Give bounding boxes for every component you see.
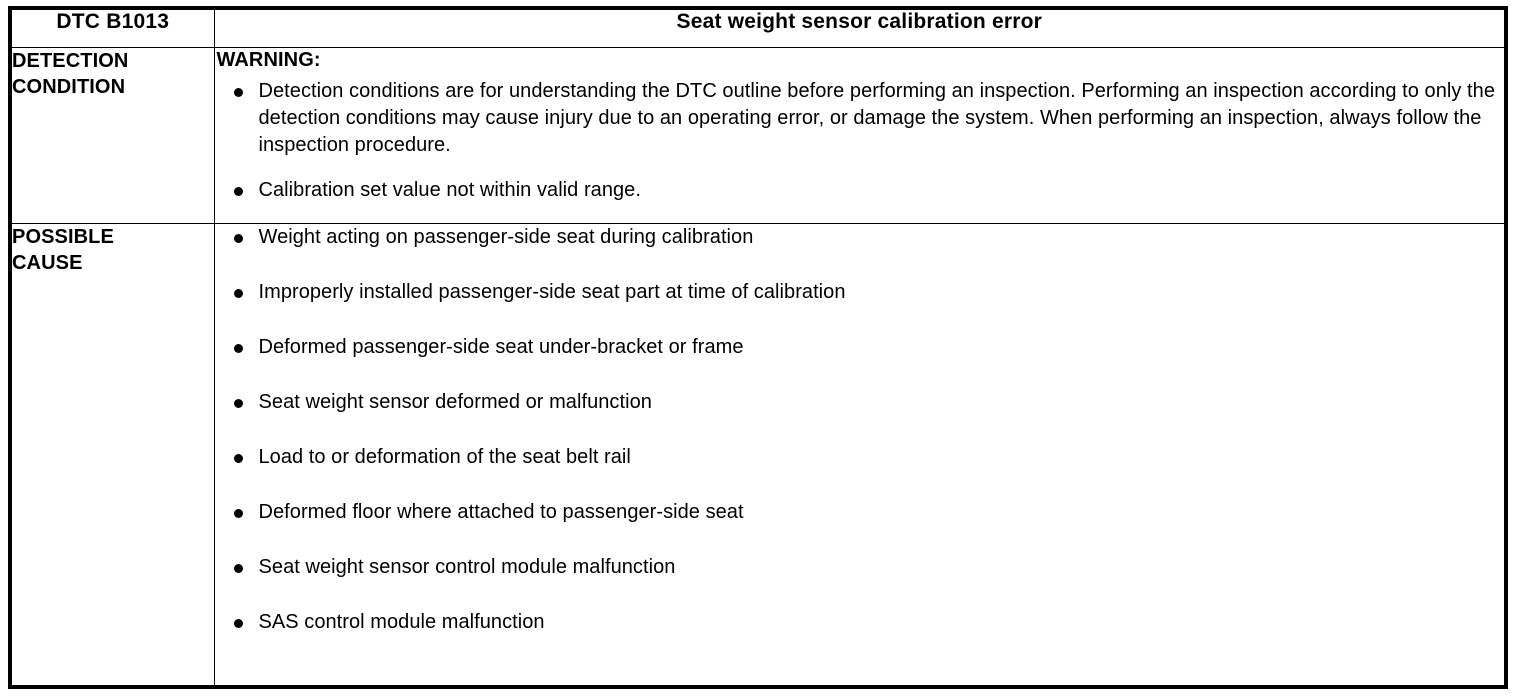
detection-condition-label-cell: DETECTION CONDITION: [9, 47, 215, 224]
list-item: Deformed floor where attached to passeng…: [215, 499, 1505, 526]
detection-condition-label-line-2: CONDITION: [12, 76, 126, 98]
list-item: Seat weight sensor deformed or malfuncti…: [215, 389, 1505, 416]
list-item: Improperly installed passenger-side seat…: [215, 279, 1505, 306]
table-header-row: DTC B1013 Seat weight sensor calibration…: [9, 7, 1507, 48]
detection-condition-label-line-1: DETECTION: [12, 50, 129, 72]
dtc-code-header-cell: DTC B1013: [9, 7, 215, 48]
list-item: SAS control module malfunction: [215, 609, 1505, 636]
list-item: Load to or deformation of the seat belt …: [215, 444, 1505, 471]
list-item: Detection conditions are for understandi…: [215, 78, 1505, 159]
list-item: Seat weight sensor control module malfun…: [215, 554, 1505, 581]
detection-condition-row: DETECTION CONDITION WARNING: Detection c…: [9, 47, 1507, 224]
dtc-title-header-cell: Seat weight sensor calibration error: [213, 7, 1507, 48]
warning-label: WARNING:: [216, 49, 321, 71]
possible-cause-bullet-list: Weight acting on passenger-side seat dur…: [215, 224, 1505, 636]
list-item: Calibration set value not within valid r…: [215, 177, 1505, 204]
detection-condition-content-cell: WARNING: Detection conditions are for un…: [213, 47, 1507, 224]
list-item: Weight acting on passenger-side seat dur…: [215, 224, 1505, 251]
possible-cause-label-line-1: POSSIBLE: [12, 225, 114, 248]
possible-cause-label-cell: POSSIBLE CAUSE: [9, 222, 215, 688]
detection-condition-bullet-list: Detection conditions are for understandi…: [215, 78, 1505, 204]
possible-cause-content-cell: Weight acting on passenger-side seat dur…: [213, 222, 1507, 688]
possible-cause-label-line-2: CAUSE: [12, 251, 83, 274]
possible-cause-row: POSSIBLE CAUSE Weight acting on passenge…: [9, 222, 1507, 688]
list-item: Deformed passenger-side seat under-brack…: [215, 334, 1505, 361]
dtc-information-table: DTC B1013 Seat weight sensor calibration…: [8, 6, 1508, 689]
